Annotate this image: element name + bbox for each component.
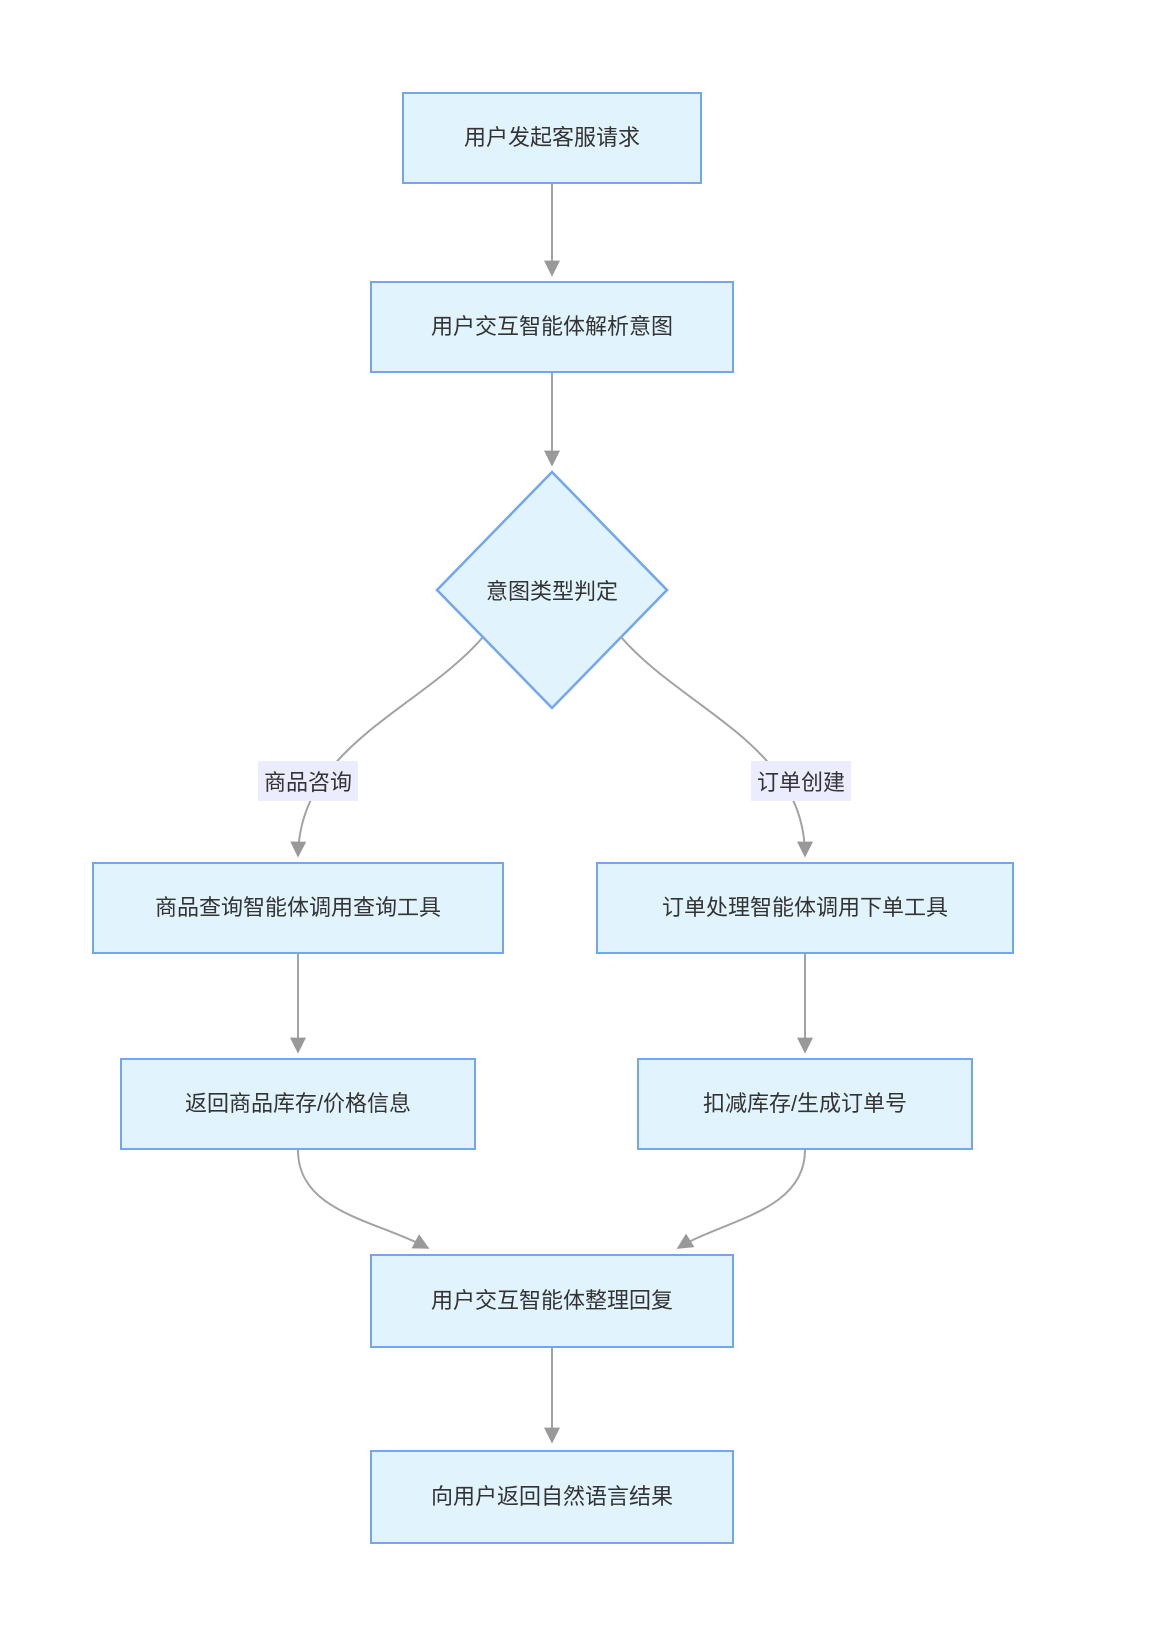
node-parse-intent-label: 用户交互智能体解析意图 [430, 313, 673, 339]
edge-decision-to-order-process [620, 636, 813, 858]
node-order-result: 扣减库存/生成订单号 [637, 1058, 973, 1150]
edge-label-product-inquiry: 商品咨询 [257, 761, 359, 801]
node-order-result-label: 扣减库存/生成订单号 [702, 1090, 908, 1116]
decision-diamond-shape [435, 470, 669, 710]
node-start-label: 用户发起客服请求 [463, 124, 640, 150]
node-final-result: 向用户返回自然语言结果 [370, 1450, 734, 1544]
node-parse-intent: 用户交互智能体解析意图 [370, 281, 734, 373]
node-product-result-label: 返回商品库存/价格信息 [184, 1090, 412, 1116]
node-product-result: 返回商品库存/价格信息 [120, 1058, 476, 1150]
node-compose-reply: 用户交互智能体整理回复 [370, 1254, 734, 1348]
edge-label-order-creation: 订单创建 [750, 761, 852, 801]
edge-decision-to-product-query [290, 636, 484, 858]
node-start: 用户发起客服请求 [402, 92, 702, 184]
node-order-process-label: 订单处理智能体调用下单工具 [661, 894, 948, 920]
node-final-result-label: 向用户返回自然语言结果 [430, 1483, 673, 1509]
node-order-process: 订单处理智能体调用下单工具 [596, 862, 1014, 954]
node-product-query-label: 商品查询智能体调用查询工具 [154, 894, 441, 920]
edge-product-result-to-compose [297, 1149, 430, 1249]
edge-order-result-to-compose [676, 1149, 806, 1249]
node-compose-reply-label: 用户交互智能体整理回复 [430, 1287, 673, 1313]
node-product-query: 商品查询智能体调用查询工具 [92, 862, 504, 954]
node-decision-label: 意图类型判定 [485, 579, 619, 604]
